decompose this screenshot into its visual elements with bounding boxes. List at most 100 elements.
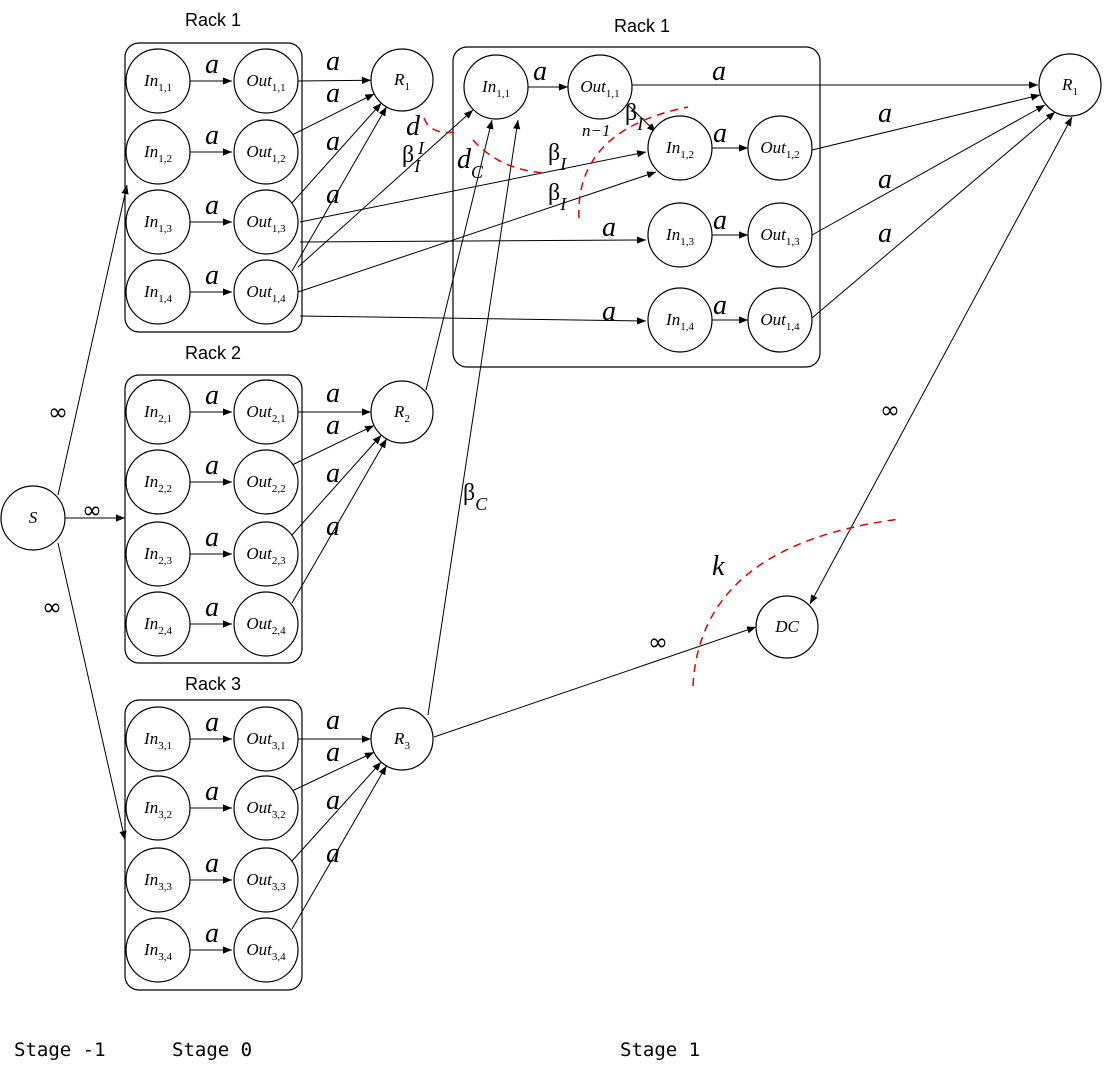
out-node-circle — [233, 48, 299, 114]
in-node-circle — [125, 189, 191, 255]
cut-line-dC — [472, 139, 546, 174]
edge-label: dC — [457, 144, 484, 182]
in-node-label: In1,3 — [665, 225, 694, 248]
in-node: In1,1 — [463, 54, 529, 120]
datacenter-node-label: DC — [774, 617, 799, 636]
edge-arrow — [433, 626, 757, 738]
out-node-circle — [233, 259, 299, 325]
out-node-circle — [233, 847, 299, 913]
rack-box — [124, 374, 303, 664]
out-node-label: Out1,3 — [246, 212, 286, 235]
edge-arrow — [811, 104, 1046, 236]
edge-arrow — [291, 438, 387, 604]
rack-title: Rack 1 — [614, 16, 670, 36]
edge-label: a — [205, 190, 219, 221]
out-node-circle — [747, 115, 813, 181]
in-node: In1,2 — [125, 119, 191, 185]
edge-arrow — [627, 104, 657, 133]
router-node-label: R1 — [1061, 75, 1078, 98]
in-node: In2,2 — [125, 449, 191, 515]
out-node: Out1,1 — [567, 54, 633, 120]
out-node-circle — [233, 379, 299, 445]
router-node: R1 — [1038, 53, 1102, 117]
edge-label: a — [205, 918, 219, 949]
in-node-circle — [125, 259, 191, 325]
router-node-label: R3 — [393, 729, 410, 752]
edge-arrow — [291, 93, 375, 136]
in-node-label: In1,3 — [143, 212, 172, 235]
router-node: R3 — [370, 707, 434, 771]
in-node-circle — [125, 48, 191, 114]
out-node-circle — [233, 591, 299, 657]
router-node-circle — [370, 380, 434, 444]
edge-arrow — [299, 236, 647, 244]
in-node: In3,2 — [125, 775, 191, 841]
out-node-label: Out1,1 — [246, 71, 285, 94]
edge-label: a — [205, 450, 219, 481]
edge-label: a — [326, 785, 340, 816]
out-node: Out1,2 — [747, 115, 813, 181]
edge-label: a — [205, 848, 219, 879]
bidirectional-edge — [809, 116, 1073, 605]
edge-arrow — [291, 751, 375, 792]
edge-label: a — [205, 120, 219, 151]
out-node: Out1,3 — [747, 202, 813, 268]
out-node-label: Out1,1 — [580, 77, 619, 100]
edge-arrow — [299, 315, 647, 325]
router-node-label: R1 — [393, 70, 410, 93]
in-node-label: In2,1 — [143, 402, 172, 425]
edge-label: a — [326, 737, 340, 768]
in-node-label: In3,3 — [143, 870, 172, 893]
out-node-label: Out3,4 — [246, 940, 286, 963]
edge-label: a — [205, 707, 219, 738]
edge-label: a — [326, 378, 340, 409]
router-node-label: R2 — [393, 402, 410, 425]
edge-label: βI — [548, 180, 567, 214]
in-node: In2,1 — [125, 379, 191, 445]
edge-label: βI — [548, 140, 567, 174]
edge-arrow — [291, 761, 382, 862]
in-node-circle — [647, 202, 713, 268]
out-node-label: Out1,3 — [760, 225, 800, 248]
in-node-label: In1,4 — [665, 310, 694, 333]
in-node-label: In3,4 — [143, 940, 172, 963]
edge-label: a — [602, 212, 616, 243]
in-node-circle — [125, 847, 191, 913]
edge-label: a — [713, 290, 727, 321]
out-node-circle — [747, 202, 813, 268]
out-node: Out3,2 — [233, 775, 299, 841]
edge-label: βI — [625, 100, 644, 134]
edge-arrow — [291, 434, 382, 536]
out-node-circle — [567, 54, 633, 120]
out-node: Out1,2 — [233, 119, 299, 185]
edge-arrow — [291, 765, 387, 930]
edge-label: ∞ — [82, 496, 102, 524]
edge-label: a — [712, 56, 726, 87]
edge-label: a — [326, 511, 340, 542]
out-node: Out2,1 — [233, 379, 299, 445]
out-node-label: Out2,1 — [246, 402, 285, 425]
router-node: R1 — [370, 48, 434, 112]
out-node: Out2,3 — [233, 521, 299, 587]
router-node-circle — [370, 707, 434, 771]
in-node: In1,1 — [125, 48, 191, 114]
in-node: In3,3 — [125, 847, 191, 913]
in-node: In2,4 — [125, 591, 191, 657]
out-node-circle — [233, 775, 299, 841]
in-node: In3,4 — [125, 917, 191, 983]
out-node: Out3,3 — [233, 847, 299, 913]
in-node-circle — [125, 521, 191, 587]
edge-arrow — [297, 109, 474, 268]
in-node-label: In1,4 — [143, 282, 172, 305]
stage-label: Stage 0 — [172, 1039, 252, 1061]
rack-box — [124, 699, 303, 991]
out-node-label: Out3,3 — [246, 870, 286, 893]
in-node-label: In3,2 — [143, 798, 172, 821]
router-node: R2 — [370, 380, 434, 444]
out-node-label: Out2,2 — [246, 472, 285, 495]
in-node: In3,1 — [125, 706, 191, 772]
rack-title: Rack 1 — [185, 10, 241, 30]
edge-arrow — [297, 76, 372, 84]
in-node-label: In2,4 — [143, 614, 172, 637]
source-node-label: S — [29, 508, 38, 527]
